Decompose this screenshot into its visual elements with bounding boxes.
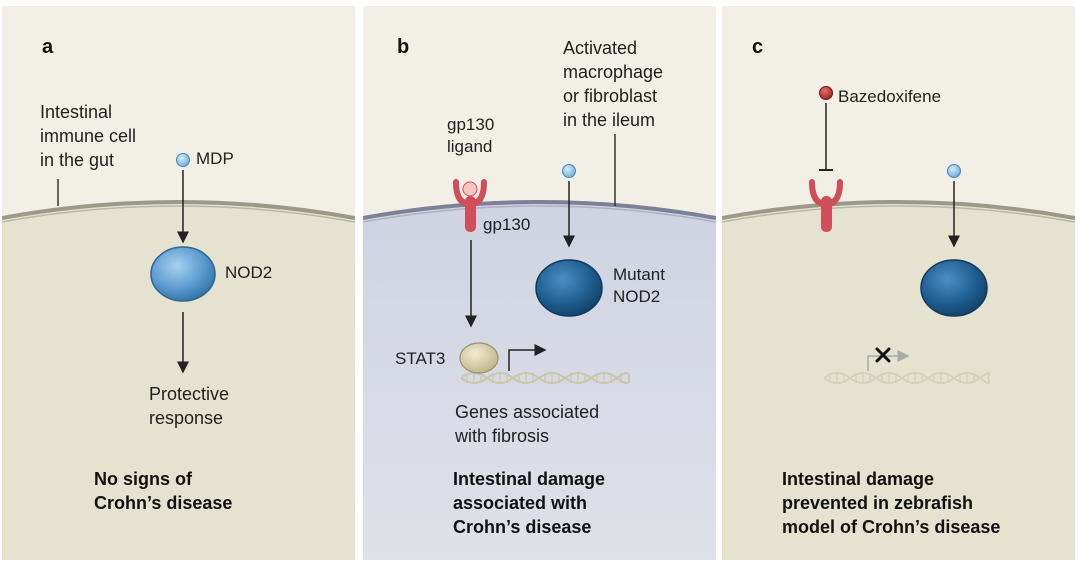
gp130-receptor-icon — [453, 179, 487, 232]
nod2-label: NOD2 — [225, 263, 273, 282]
mdp-label: MDP — [196, 149, 234, 168]
stat3-icon — [459, 342, 499, 374]
panel-a-illustration — [2, 153, 355, 560]
cell-label: Activated macrophage or fibroblast in th… — [563, 38, 664, 130]
dna-icon — [460, 372, 631, 384]
nod2-icon — [150, 246, 216, 302]
panel-c-illustration — [722, 86, 1075, 560]
panel-a: a Intestinal immune cell in the gut MDP … — [2, 6, 355, 560]
transcription-arrow — [508, 344, 547, 371]
cell-body — [2, 202, 355, 560]
mdp-molecule-icon — [947, 164, 961, 178]
mutant-nod2-icon — [535, 259, 603, 317]
cell-body — [363, 202, 716, 560]
panel-caption: Intestinal damage associated with Crohn’… — [453, 469, 606, 537]
blocked-transcription-arrow — [867, 350, 910, 371]
outcome-label: Protective response — [149, 384, 230, 428]
panel-c: c Bazedoxifene Intestinal damage prevent… — [722, 6, 1075, 560]
cell-membrane — [722, 200, 1075, 220]
panel-letter: c — [752, 36, 764, 58]
cell-label: Intestinal immune cell in the gut — [40, 102, 137, 170]
gp130-receptor-icon — [809, 179, 843, 232]
mutant-nod2-icon — [920, 259, 988, 317]
bazedoxifene-label: Bazedoxifene — [838, 87, 942, 106]
bazedoxifene-icon — [819, 86, 833, 100]
dna-icon — [823, 372, 991, 384]
cell-membrane — [2, 200, 355, 220]
cell-membrane — [363, 200, 716, 220]
genes-label: Genes associated with fibrosis — [455, 402, 600, 446]
panel-b: b Activated macrophage or fibroblast in … — [363, 6, 716, 560]
gp130-label: gp130 — [483, 215, 531, 234]
panel-caption: No signs of Crohn’s disease — [94, 469, 233, 513]
stat3-label: STAT3 — [395, 349, 446, 368]
block-x-icon — [875, 347, 891, 363]
panel-letter: b — [397, 36, 410, 58]
mutant-nod2-label: Mutant NOD2 — [613, 265, 665, 306]
panel-b-illustration — [363, 134, 716, 560]
panel-letter: a — [42, 36, 54, 58]
mdp-molecule-icon — [176, 153, 190, 167]
gp130-ligand-label: gp130 ligand — [447, 115, 495, 156]
panel-caption: Intestinal damage prevented in zebrafish… — [782, 469, 1001, 537]
mdp-molecule-icon — [562, 164, 576, 178]
